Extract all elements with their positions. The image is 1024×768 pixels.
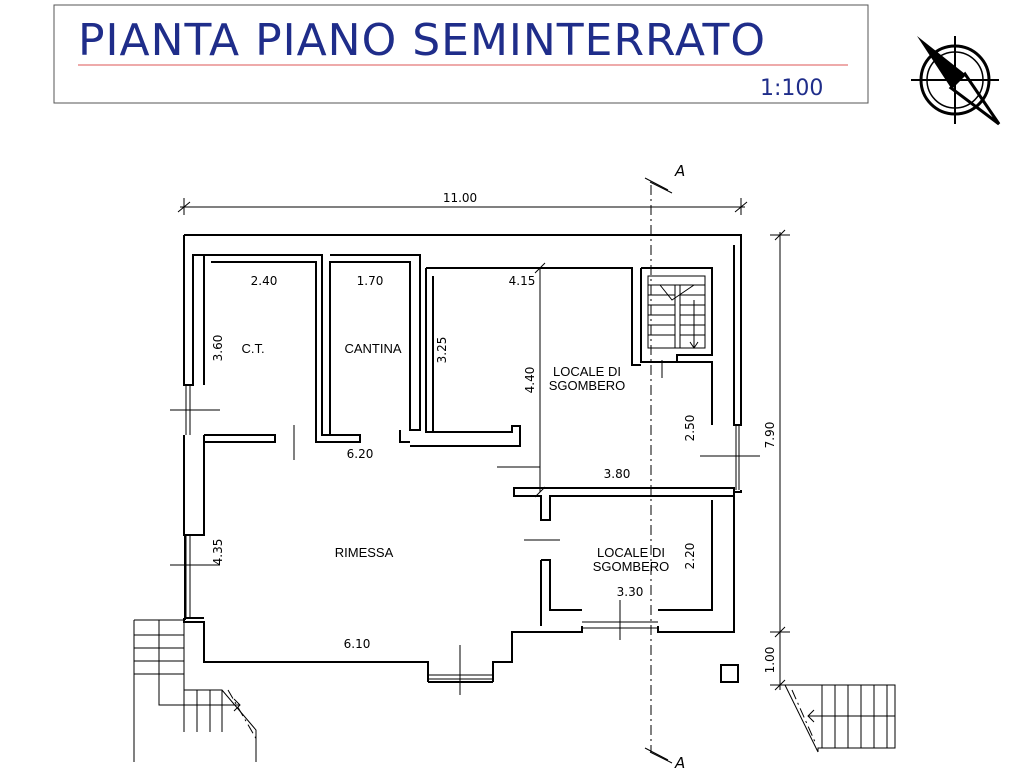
room-label-locale2-line2: SGOMBERO [593,559,670,574]
outer-walls [183,234,742,683]
section-label-bottom: A [674,754,685,768]
interior-walls [204,254,735,626]
external-stair-right [784,684,896,753]
dimension-labels: 11.00 2.40 1.70 4.15 6.20 3.80 3.30 6.10… [211,191,777,673]
north-arrow-icon [911,36,1001,126]
dim-rimessa-height: 4.35 [211,539,225,566]
dim-rimessa-mid-width: 6.20 [347,447,374,461]
dim-locale2-width: 3.30 [617,585,644,599]
room-label-locale1-line1: LOCALE DI [553,364,621,379]
room-label-rimessa: RIMESSA [335,545,394,560]
dim-locale1-width: 4.15 [509,274,536,288]
window-openings [170,360,760,695]
section-line-a: A A [644,162,685,768]
dim-ct-height: 3.60 [211,335,225,362]
room-labels: C.T. CANTINA LOCALE DI SGOMBERO RIMESSA … [241,341,669,574]
room-label-locale2-line1: LOCALE DI [597,545,665,560]
internal-stair [647,275,706,349]
dim-ct-width: 2.40 [251,274,278,288]
room-label-locale1-line2: SGOMBERO [549,378,626,393]
dim-locale1-right-height: 2.50 [683,415,697,442]
plan-title: PIANTA PIANO SEMINTERRATO [78,15,766,66]
dim-locale2-height: 2.20 [683,543,697,570]
title-block: PIANTA PIANO SEMINTERRATO 1:100 [53,4,869,104]
room-label-cantina: CANTINA [344,341,401,356]
section-label-top: A [674,162,685,180]
dim-overall-height: 7.90 [763,422,777,449]
dim-stair-depth: 1.00 [763,647,777,674]
dim-overall-width: 11.00 [443,191,477,205]
pillar-square [720,664,739,683]
dimension-lines [177,198,790,691]
plan-scale: 1:100 [760,76,823,101]
dim-cantina-width: 1.70 [357,274,384,288]
external-stair-left [133,619,259,762]
dim-locale1-left-height: 3.25 [435,337,449,364]
dim-rimessa-bottom-width: 6.10 [344,637,371,651]
room-label-ct: C.T. [241,341,264,356]
dim-locale1-height: 4.40 [523,367,537,394]
dim-locale1-bottom-width: 3.80 [604,467,631,481]
